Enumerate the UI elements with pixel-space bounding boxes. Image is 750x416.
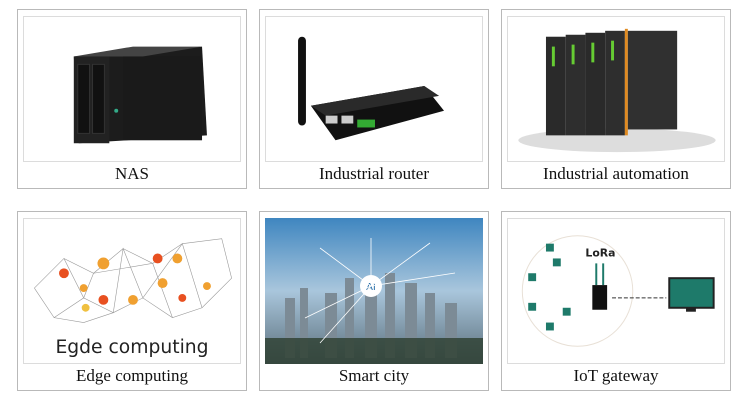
card-nas[interactable]: NAS <box>17 9 247 189</box>
svg-text:AI: AI <box>366 282 376 293</box>
automation-image <box>507 16 725 162</box>
lora-gateway-icon: LoRa <box>521 235 715 347</box>
smart-city-image: AI <box>265 218 483 364</box>
nas-device-icon <box>73 46 207 144</box>
card-caption: Industrial automation <box>543 164 689 183</box>
card-caption: Smart city <box>338 366 410 385</box>
card-industrial-router[interactable]: Industrial router <box>259 9 489 189</box>
nas-image <box>23 16 241 162</box>
card-caption: Edge computing <box>76 366 188 385</box>
iot-gateway-image: LoRa <box>507 218 725 364</box>
smart-city-icon: AI <box>265 218 483 364</box>
edge-network-icon: Egde computing <box>34 238 232 358</box>
edge-computing-image: Egde computing <box>23 218 241 364</box>
router-device-icon <box>298 36 445 141</box>
card-caption: Industrial router <box>319 164 429 183</box>
router-image <box>265 16 483 162</box>
card-industrial-automation[interactable]: Industrial automation <box>501 9 731 189</box>
card-iot-gateway[interactable]: LoRa IoT gateway <box>501 211 731 391</box>
card-edge-computing[interactable]: Egde computing Edge computing <box>17 211 247 391</box>
svg-text:LoRa: LoRa <box>585 246 615 259</box>
plc-modules-icon <box>508 17 724 161</box>
card-smart-city[interactable]: AI Smart city <box>259 211 489 391</box>
card-caption: NAS <box>114 164 149 183</box>
card-caption: IoT gateway <box>573 366 659 385</box>
svg-text:Egde computing: Egde computing <box>55 337 208 358</box>
